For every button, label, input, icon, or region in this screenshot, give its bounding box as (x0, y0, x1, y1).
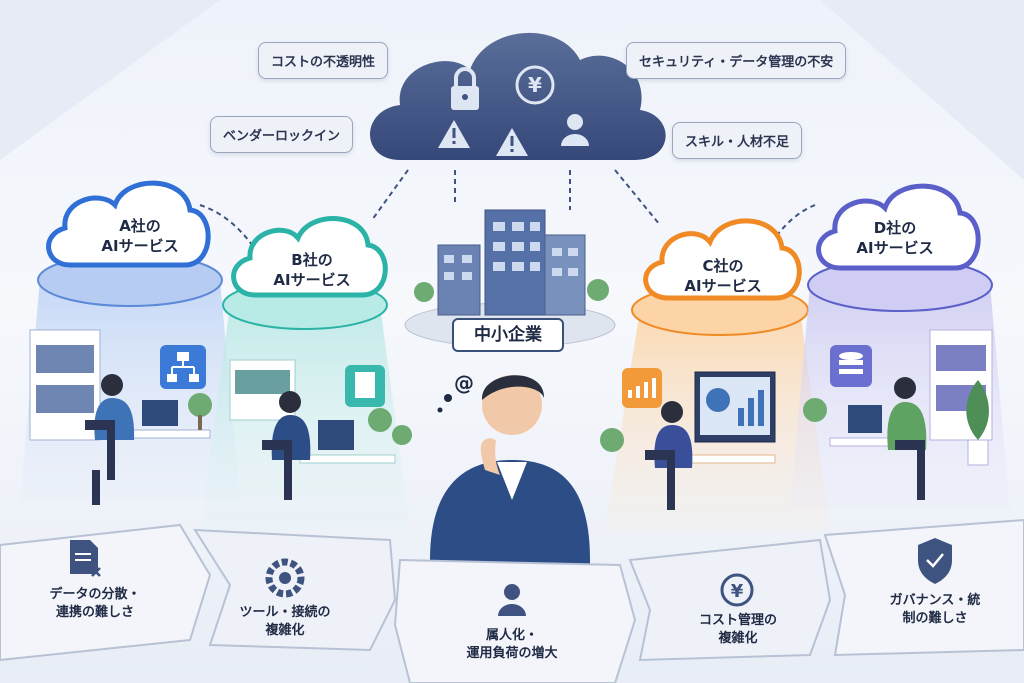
laptop (142, 400, 178, 426)
issue-data-dispersion: データの分散・ 連携の難しさ (20, 586, 170, 622)
tile-3 (393, 558, 637, 683)
worker-c (645, 401, 693, 510)
worker-a (85, 374, 135, 505)
arrow-a-b (199, 204, 253, 246)
issue-4-line2: 複雑化 (718, 631, 758, 646)
tree (392, 425, 412, 445)
provider-c-label: C社の AIサービス (683, 256, 763, 296)
callout-skills: スキル・人材不足 (672, 122, 803, 159)
issue-3-line1: 属人化・ (485, 628, 538, 643)
provider-a-section (20, 180, 240, 505)
issue-5-line2: 制の難しさ (902, 611, 968, 626)
provider-c-line1: C社の (702, 257, 744, 275)
provider-b-label: B社の AIサービス (272, 250, 352, 290)
arrow-cloud-b (371, 169, 409, 221)
yen-coin-icon: ¥ (515, 65, 555, 105)
callout-cost-opacity: コストの不透明性 (258, 42, 389, 79)
plant-icon (966, 380, 989, 466)
worker-d (887, 377, 927, 500)
laptop (848, 405, 882, 433)
tree (600, 428, 624, 452)
issue-2-line1: ツール・接続の (239, 605, 331, 620)
warning-icon (438, 120, 470, 148)
thinking-man (430, 375, 590, 580)
gear-icon (265, 558, 305, 598)
svg-text:¥: ¥ (528, 73, 542, 97)
central-cloud: ¥ (370, 32, 666, 160)
thought-glyph: @ (454, 371, 474, 395)
bg-facet (0, 0, 220, 160)
provider-c-line2: AIサービス (684, 277, 762, 295)
svg-text:¥: ¥ (731, 581, 744, 602)
issue-2-line2: 複雑化 (265, 623, 305, 638)
tile-1 (0, 523, 212, 662)
provider-d-section (790, 183, 1010, 510)
callout-security: セキュリティ・データ管理の不安 (626, 42, 847, 79)
lock-icon (451, 67, 479, 110)
worker-b (262, 391, 311, 500)
tile-5 (823, 518, 1024, 657)
shield-check-icon (918, 538, 952, 584)
sme-label: 中小企業 (452, 318, 564, 352)
provider-a-line1: A社の (119, 217, 161, 235)
provider-d-line2: AIサービス (856, 239, 934, 257)
provider-b-line2: AIサービス (273, 271, 351, 289)
tile-4 (628, 538, 832, 662)
provider-c-section (600, 218, 830, 530)
arrow-cloud-c (614, 169, 661, 226)
issue-4-line1: コスト管理の (698, 613, 777, 628)
issue-tool-complexity: ツール・接続の 複雑化 (210, 604, 360, 640)
issue-cost-management: コスト管理の 複雑化 (663, 612, 813, 648)
database-icon (830, 345, 872, 387)
issue-governance: ガバナンス・統 制の難しさ (860, 592, 1010, 628)
provider-d-label: D社の AIサービス (855, 218, 935, 258)
tree (368, 408, 392, 432)
thought-bubble: @ (437, 371, 474, 413)
issue-dependency: 属人化・ 運用負荷の増大 (437, 627, 587, 663)
laptop (318, 420, 354, 450)
issue-1-line2: 連携の難しさ (55, 605, 134, 620)
yen-icon: ¥ (720, 573, 754, 607)
warning-icon (496, 128, 528, 156)
issue-1-line1: データの分散・ (49, 587, 141, 602)
desk (299, 454, 396, 464)
provider-b-section (200, 216, 412, 530)
tree (188, 393, 212, 417)
provider-a-line2: AIサービス (101, 237, 179, 255)
provider-a-label: A社の AIサービス (100, 216, 180, 256)
issue-5-line1: ガバナンス・統 (889, 593, 981, 608)
tree (803, 398, 827, 422)
user-icon (561, 114, 589, 146)
provider-b-line1: B社の (291, 251, 333, 269)
bg-facet (820, 0, 1024, 180)
provider-d-line1: D社の (873, 219, 917, 237)
document-x-icon (70, 540, 101, 577)
issue-3-line2: 運用負荷の増大 (466, 646, 558, 661)
person-icon (498, 584, 526, 616)
callout-vendor-lockin: ベンダーロックイン (210, 116, 354, 153)
